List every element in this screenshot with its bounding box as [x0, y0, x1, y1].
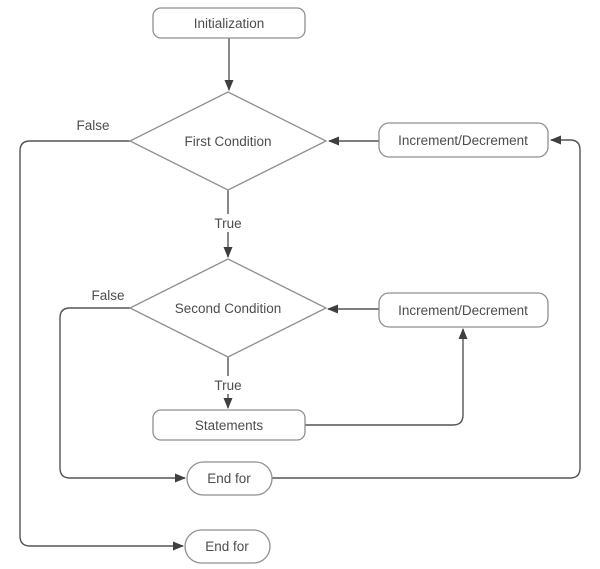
true-label-bg [211, 214, 245, 232]
end-for-inner-node: End for [186, 461, 273, 496]
first-condition-false-label: False [76, 118, 109, 133]
edge-end-for-inner-to-increment-outer [272, 135, 581, 479]
true-label-bg [211, 376, 245, 394]
first-condition-true-label-group: True [211, 214, 245, 232]
end-for-outer-node: End for [184, 529, 271, 564]
first-condition-true-label: True [214, 216, 241, 231]
statements-node: Statements [152, 409, 306, 441]
first-condition-node: First Condition [128, 91, 328, 191]
end-for-outer-label: End for [205, 539, 249, 554]
second-condition-true-label: True [214, 378, 241, 393]
end-for-inner-label: End for [207, 471, 251, 486]
initialization-label: Initialization [194, 16, 265, 31]
increment-decrement-outer-node: Increment/Decrement [378, 122, 549, 158]
statements-shape [152, 409, 306, 441]
second-condition-shape [128, 258, 328, 358]
second-condition-node: Second Condition [128, 258, 328, 358]
edge-second-condition-false [59, 307, 186, 483]
increment-decrement-outer-shape [378, 122, 549, 158]
edge-first-condition-false [19, 140, 184, 551]
statements-label: Statements [195, 418, 264, 433]
increment-decrement-inner-node: Increment/Decrement [378, 292, 549, 328]
end-for-outer-shape [184, 529, 271, 564]
first-condition-label: First Condition [184, 134, 271, 149]
edge-statements-to-increment-inner [305, 328, 468, 426]
second-condition-false-label: False [91, 288, 124, 303]
first-condition-shape [128, 91, 328, 191]
end-for-inner-shape [186, 461, 273, 496]
increment-decrement-outer-label: Increment/Decrement [398, 133, 528, 148]
initialization-shape [152, 7, 306, 39]
increment-decrement-inner-shape [378, 292, 549, 328]
initialization-node: Initialization [152, 7, 306, 39]
increment-decrement-inner-label: Increment/Decrement [398, 303, 528, 318]
second-condition-label: Second Condition [175, 301, 282, 316]
second-condition-true-label-group: True [211, 376, 245, 394]
